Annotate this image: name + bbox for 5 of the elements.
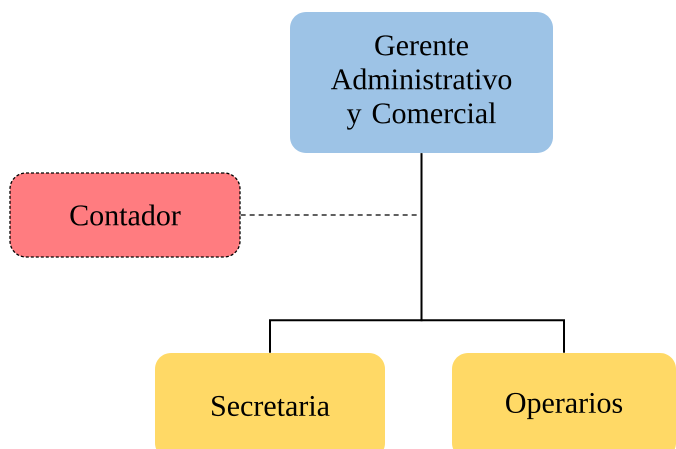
- staff-box: Operarios: [452, 353, 676, 449]
- advisor-box: Contador: [9, 172, 241, 258]
- staff-box: Secretaria: [155, 353, 385, 449]
- manager-box: Gerente Administrativo y Comercial: [290, 12, 553, 153]
- connector-line: [420, 153, 565, 353]
